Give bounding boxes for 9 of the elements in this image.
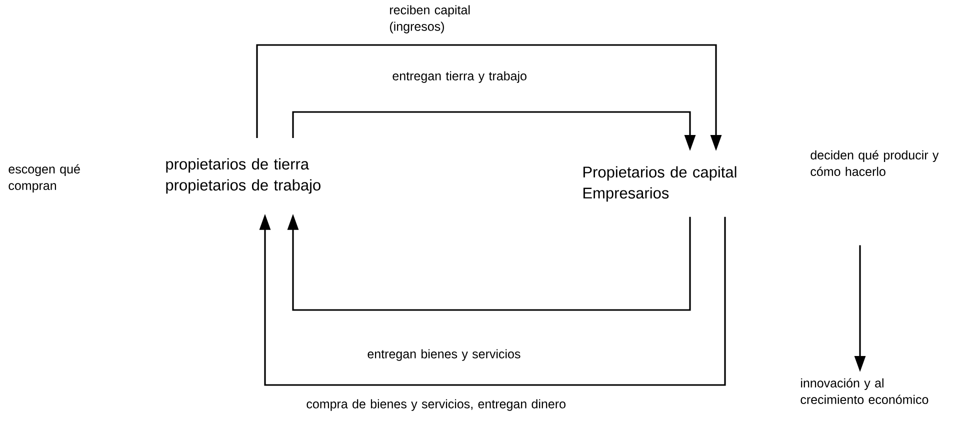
note-text: escogen qué compran [8, 164, 80, 192]
text-label: innovación y al crecimiento económico [800, 378, 928, 404]
edge-label: reciben capital (ingresos) [390, 5, 470, 34]
edge-label: entregan bienes y servicios [368, 349, 520, 361]
text-label: Propietarios de capital Empresarios [583, 166, 736, 202]
edge-label: entregan tierra y trabajo [392, 71, 526, 83]
text-label: deciden qué producir y cómo hacerlo [810, 150, 939, 176]
text-label: propietarios de tierra propietarios de trabajo [166, 158, 320, 194]
edge-label: compra de bienes y servicios, entregan dinero [306, 399, 566, 411]
